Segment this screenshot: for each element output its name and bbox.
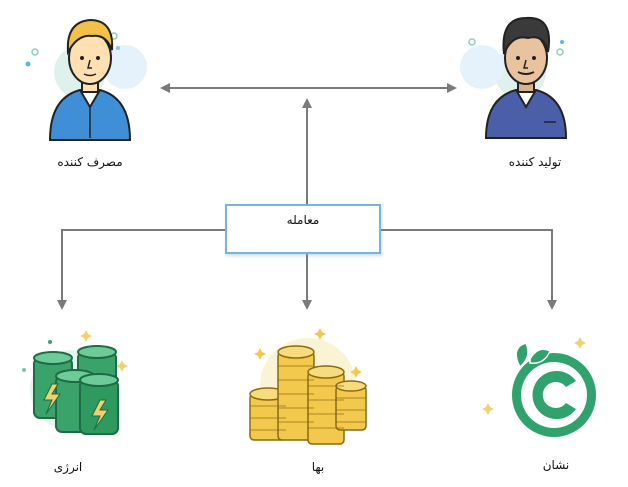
sign-label: نشان bbox=[542, 458, 570, 472]
consumer-label: مصرف کننده bbox=[57, 155, 123, 169]
coins-icon bbox=[249, 328, 367, 445]
battery-icon bbox=[22, 330, 128, 435]
energy-label: انرژی bbox=[53, 460, 83, 474]
sign-logo-icon bbox=[482, 337, 596, 437]
price-label: بها bbox=[311, 460, 325, 474]
producer-avatar bbox=[460, 16, 568, 139]
connectors bbox=[57, 83, 557, 310]
transaction-box: معامله bbox=[225, 204, 381, 254]
transaction-label: معامله bbox=[286, 213, 320, 227]
producer-label: تولید کننده bbox=[508, 155, 562, 169]
consumer-avatar bbox=[25, 18, 147, 141]
energy-arrow bbox=[57, 229, 225, 310]
sign-arrow bbox=[381, 229, 557, 310]
